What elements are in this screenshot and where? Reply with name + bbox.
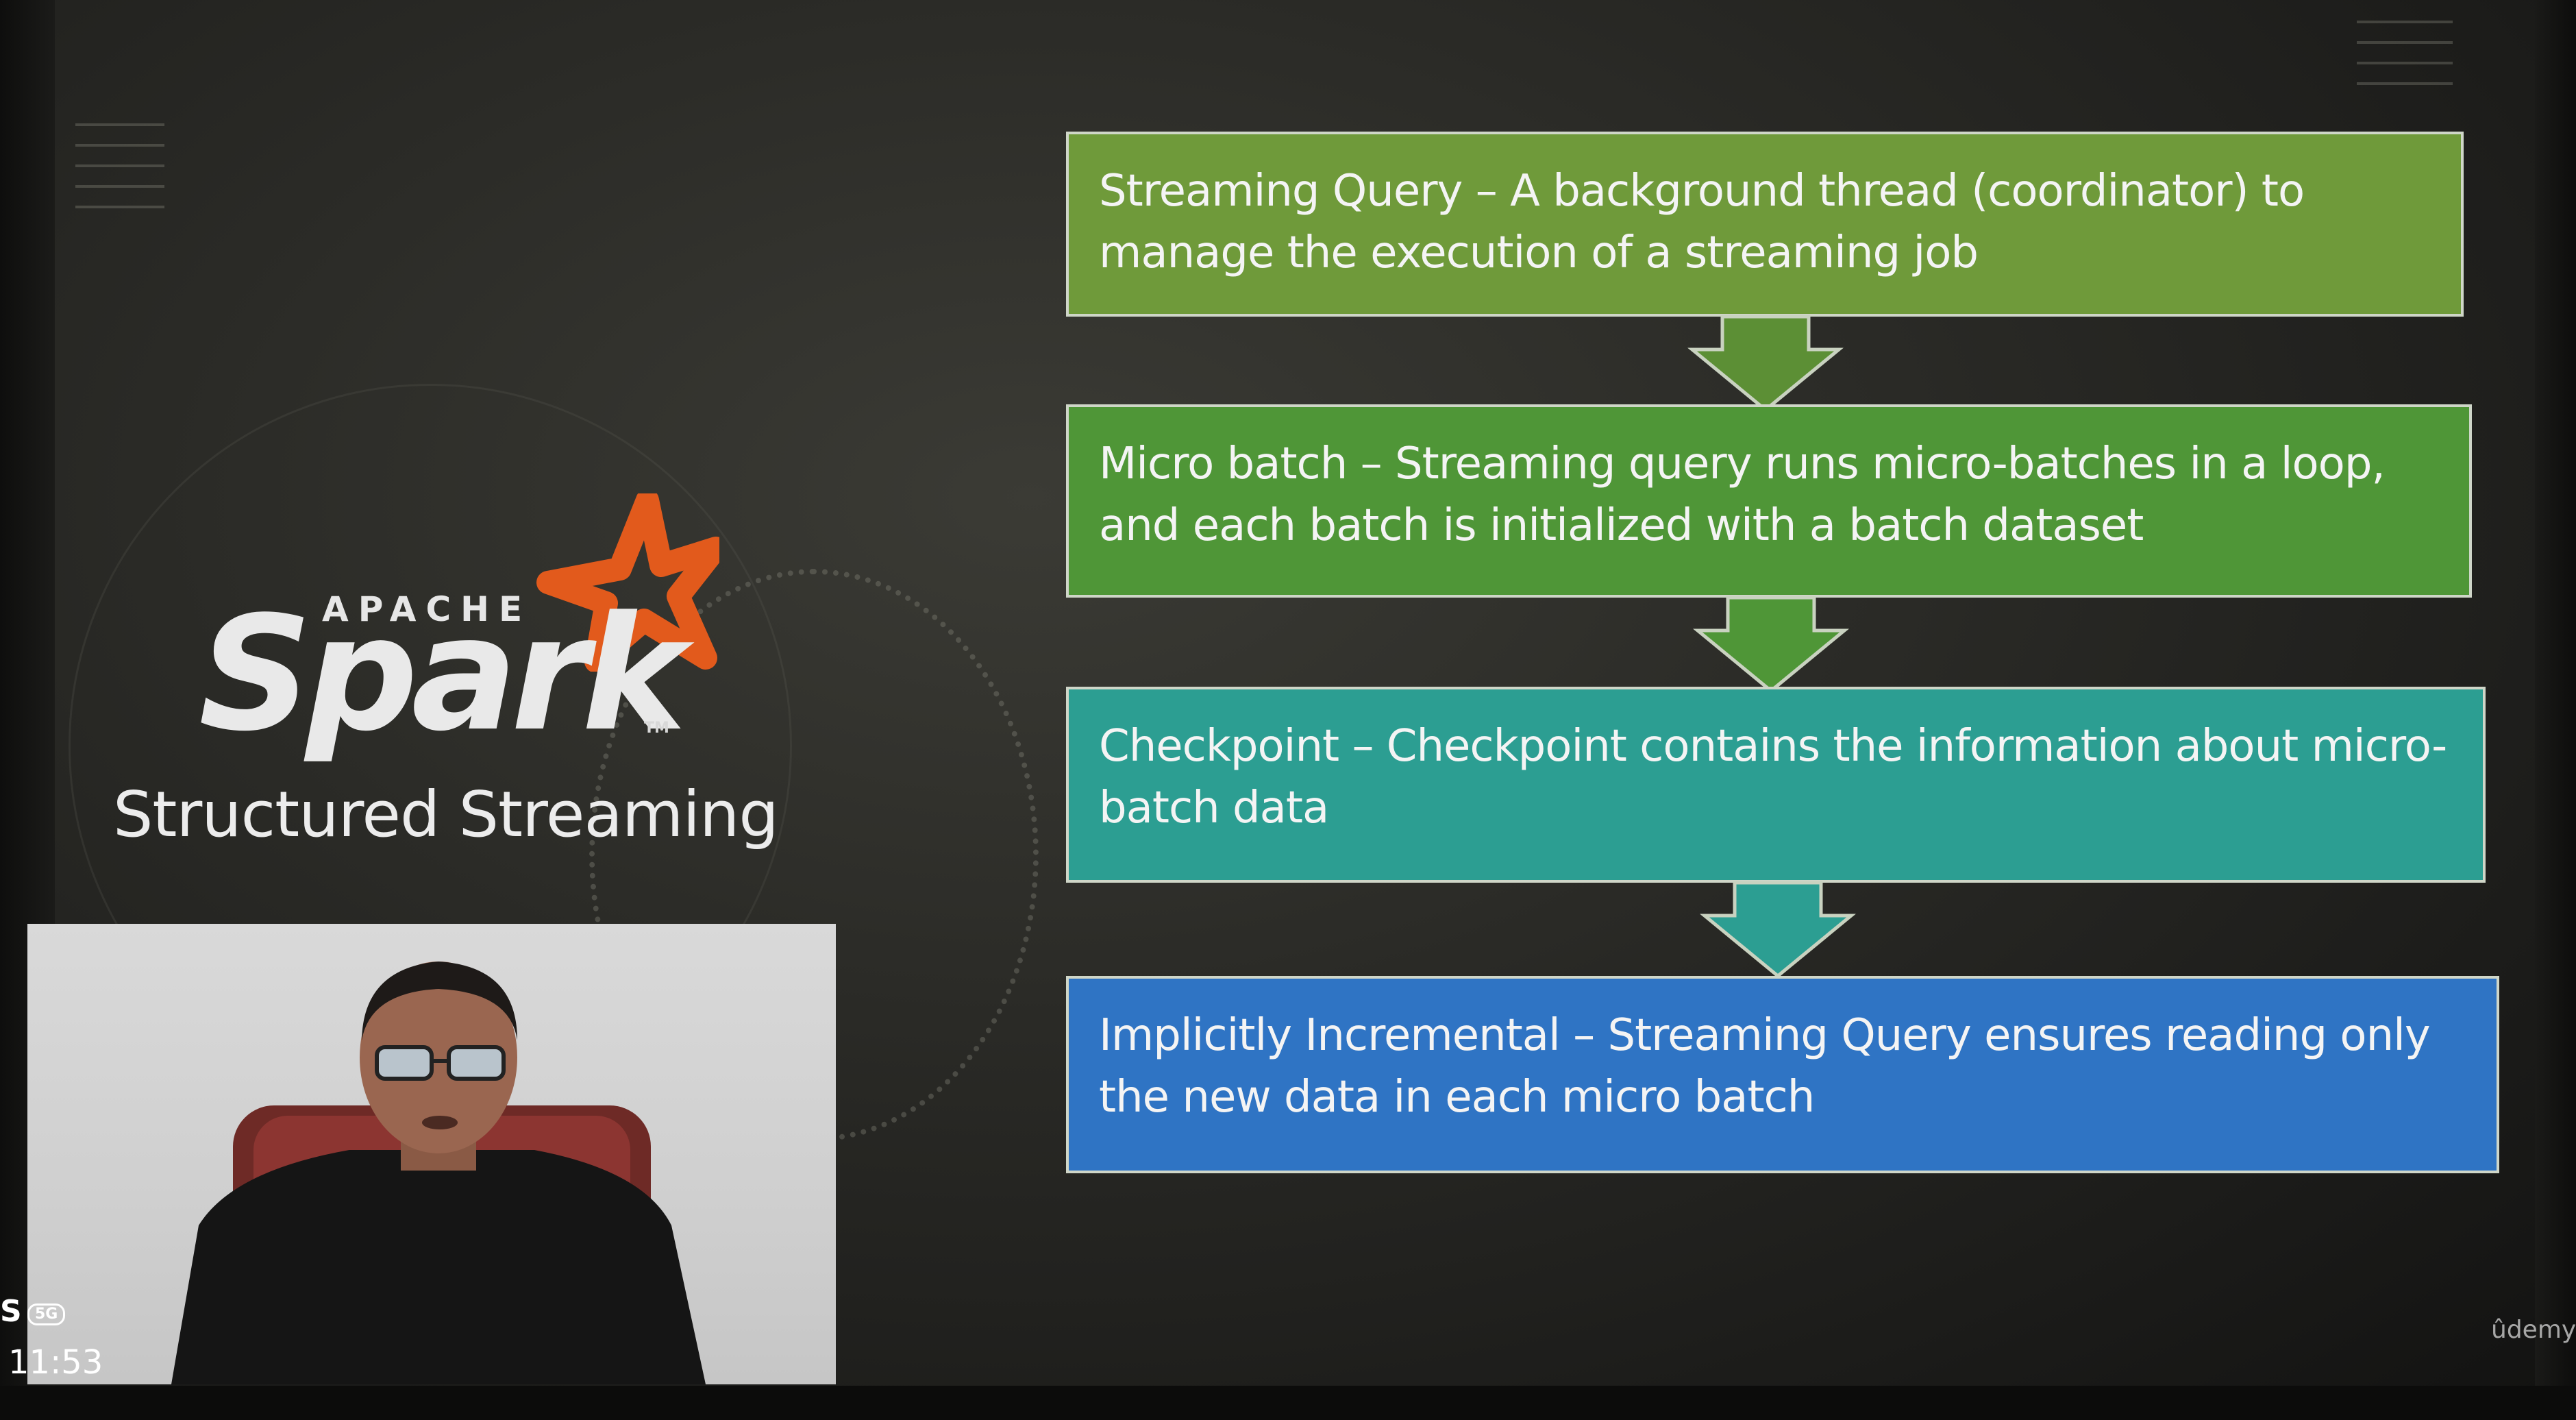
- logo-trademark: TM: [644, 720, 669, 737]
- network-5g-badge: 5G: [27, 1303, 66, 1325]
- flow-step-streaming-query: Streaming Query – A background thread (c…: [1066, 132, 2464, 317]
- flow-step-checkpoint: Checkpoint – Checkpoint contains the inf…: [1066, 687, 2486, 883]
- slide-subtitle: Structured Streaming: [113, 778, 779, 851]
- flow-arrow-down-icon: [1687, 315, 1844, 413]
- apache-spark-logo: APACHE Spark TM: [199, 493, 733, 781]
- screen-bezel-right: [2535, 0, 2576, 1420]
- status-clock: 11:53: [8, 1343, 103, 1382]
- status-signal-text: S: [0, 1294, 22, 1329]
- flow-step-implicitly-incremental: Implicitly Incremental – Streaming Query…: [1066, 976, 2499, 1173]
- presenter-figure: [171, 962, 706, 1384]
- decorative-dashes-top-left: [75, 123, 164, 226]
- flow-arrow-down-icon: [1700, 881, 1856, 979]
- screen-bezel-bottom: [0, 1386, 2576, 1420]
- flow-arrow-down-icon: [1693, 596, 1849, 694]
- udemy-watermark: ûdemy: [2491, 1316, 2576, 1344]
- decorative-dashes-top-right: [2357, 21, 2453, 103]
- presenter-webcam: [27, 924, 836, 1384]
- flow-step-micro-batch: Micro batch – Streaming query runs micro…: [1066, 404, 2472, 598]
- spark-star-icon: [536, 493, 719, 672]
- logo-spark-text: Spark: [199, 583, 686, 766]
- logo-apache-text: APACHE: [322, 589, 532, 629]
